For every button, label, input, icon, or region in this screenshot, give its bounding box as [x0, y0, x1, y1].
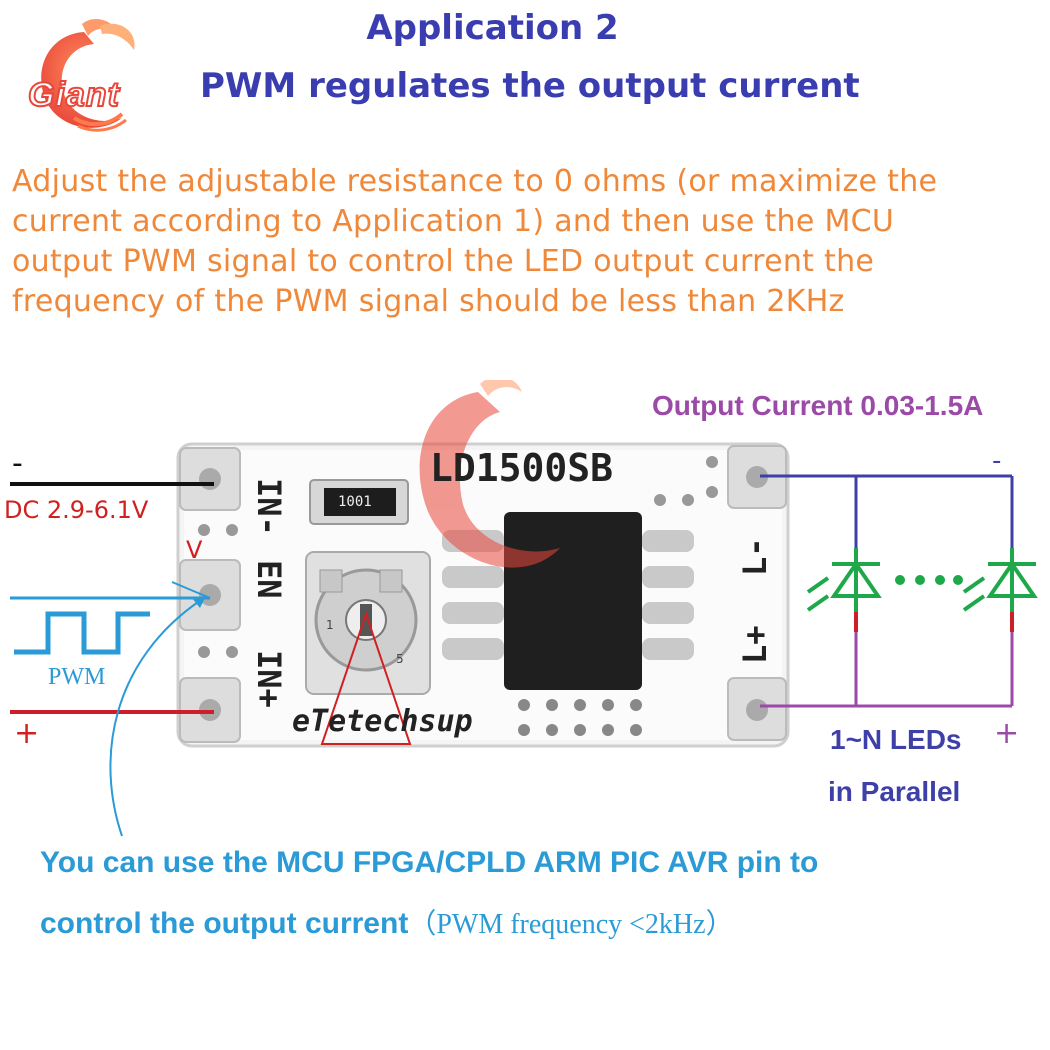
logo-swirl-icon	[41, 18, 135, 132]
leds-count-label: 1~N LEDs	[830, 724, 962, 755]
footer-line-1: You can use the MCU FPGA/CPLD ARM PIC AV…	[40, 846, 819, 879]
brand-logo: Giant	[22, 14, 157, 144]
ellipsis-icon	[895, 575, 963, 585]
page-title: Application 2	[366, 8, 619, 48]
output-plus-sign: +	[994, 716, 1020, 751]
input-minus-sign: -	[12, 446, 23, 481]
pin-l-minus-label: L-	[736, 537, 774, 576]
board-maker: eTetechsup	[292, 704, 473, 739]
leds-parallel-label: in Parallel	[828, 776, 961, 807]
pin-in-minus-label: IN-	[250, 478, 288, 536]
circuit-diagram	[10, 380, 1038, 837]
pointer-arrow	[109, 597, 205, 837]
v-label: V	[186, 536, 203, 564]
pot-number: 5	[396, 652, 404, 666]
logo-text: Giant	[27, 75, 120, 115]
pin-en-label: EN	[250, 560, 288, 599]
watermark-logo	[419, 380, 560, 568]
pin-l-plus-label: L+	[736, 625, 774, 664]
description-line: frequency of the PWM signal should be le…	[12, 284, 845, 319]
pwm-label: PWM	[48, 664, 106, 690]
pot-marker	[320, 610, 412, 745]
resistor-code: 1001	[338, 494, 372, 510]
board-model: LD1500SB	[430, 446, 614, 490]
description-line: Adjust the adjustable resistance to 0 oh…	[12, 164, 938, 199]
potentiometer	[305, 551, 431, 695]
led-icon	[806, 548, 882, 612]
footer-line-2-text: control the output current	[40, 907, 409, 940]
input-plus-sign: +	[14, 716, 40, 751]
description-line: current according to Application 1) and …	[12, 204, 895, 239]
page-subtitle: PWM regulates the output current	[200, 66, 860, 106]
pcb-board	[176, 442, 790, 748]
output-current-label: Output Current 0.03-1.5A	[652, 390, 984, 421]
pin-in-plus-label: IN+	[250, 650, 288, 708]
output-minus-sign: -	[992, 446, 1002, 476]
pot-number: 1	[326, 618, 334, 632]
footer-pwm-note: （PWM frequency <2kHz）	[408, 909, 734, 940]
description: Adjust the adjustable resistance to 0 oh…	[12, 162, 1042, 322]
footer-line-2: control the output current（PWM frequency…	[40, 902, 734, 942]
dc-voltage-label: DC 2.9-6.1V	[4, 496, 149, 524]
pwm-waveform	[14, 611, 150, 655]
description-line: output PWM signal to control the LED out…	[12, 244, 875, 279]
led-icon	[962, 548, 1038, 612]
